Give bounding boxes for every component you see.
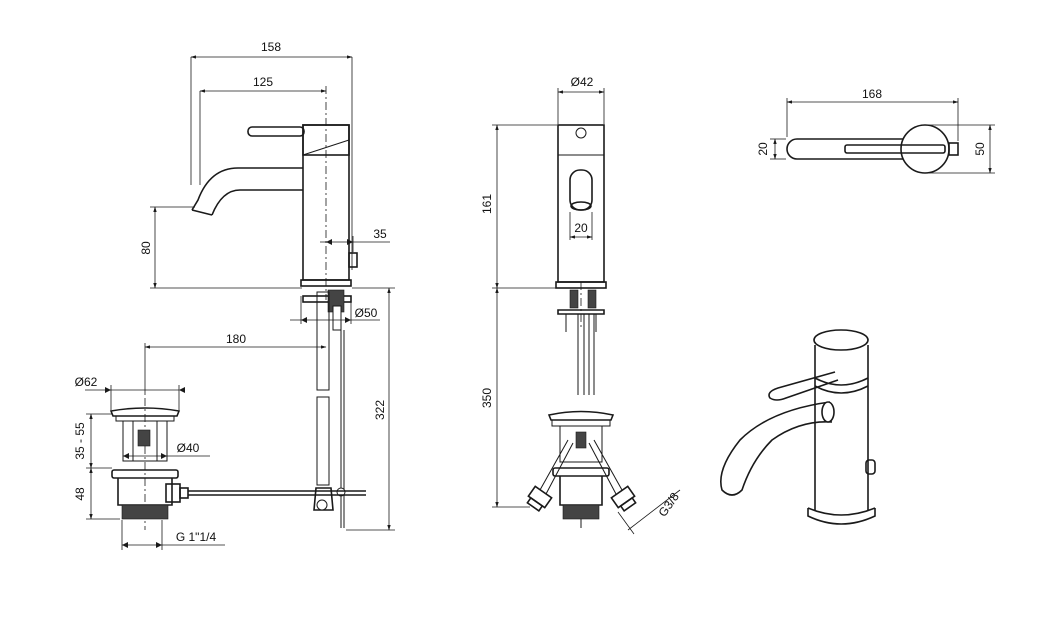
dim-thread-g38: G3/8 <box>656 490 683 520</box>
spout <box>191 167 303 211</box>
dim-diameter-42: Ø42 <box>571 75 594 89</box>
dim-diameter-40: Ø40 <box>177 441 200 455</box>
dim-35: 35 <box>373 227 387 241</box>
dim-20-handle: 20 <box>756 142 770 156</box>
dim-180: 180 <box>226 332 246 346</box>
dim-48: 48 <box>73 487 87 501</box>
perspective-spout <box>720 401 833 496</box>
lever <box>247 126 305 137</box>
dim-diameter-62: Ø62 <box>75 375 98 389</box>
dim-80: 80 <box>139 241 153 255</box>
dim-168: 168 <box>862 87 882 101</box>
dim-50: 50 <box>973 142 987 156</box>
dim-thread-g114: G 1"1/4 <box>176 530 217 544</box>
front-view: Ø42 20 161 350 G3/8 <box>480 75 683 535</box>
side-view: 158 125 80 35 Ø50 322 180 <box>139 40 395 531</box>
perspective-top <box>813 329 869 351</box>
popup-knob <box>348 252 358 268</box>
dim-20-outlet: 20 <box>574 221 588 235</box>
dim-322: 322 <box>373 400 387 420</box>
dim-125: 125 <box>253 75 273 89</box>
dim-diameter-50: Ø50 <box>355 306 378 320</box>
waste-flange <box>109 407 181 417</box>
waste-view: Ø62 35 - 55 Ø40 48 G 1"1/4 <box>73 375 366 550</box>
perspective-view <box>720 329 876 525</box>
top-lever <box>786 138 918 160</box>
dim-350: 350 <box>480 388 494 408</box>
dim-158: 158 <box>261 40 281 54</box>
top-view: 168 20 50 <box>756 87 995 174</box>
perspective-lever <box>768 371 839 401</box>
dim-35-55: 35 - 55 <box>73 422 87 460</box>
dim-161: 161 <box>480 194 494 214</box>
front-body <box>557 124 605 283</box>
top-body <box>900 124 950 174</box>
